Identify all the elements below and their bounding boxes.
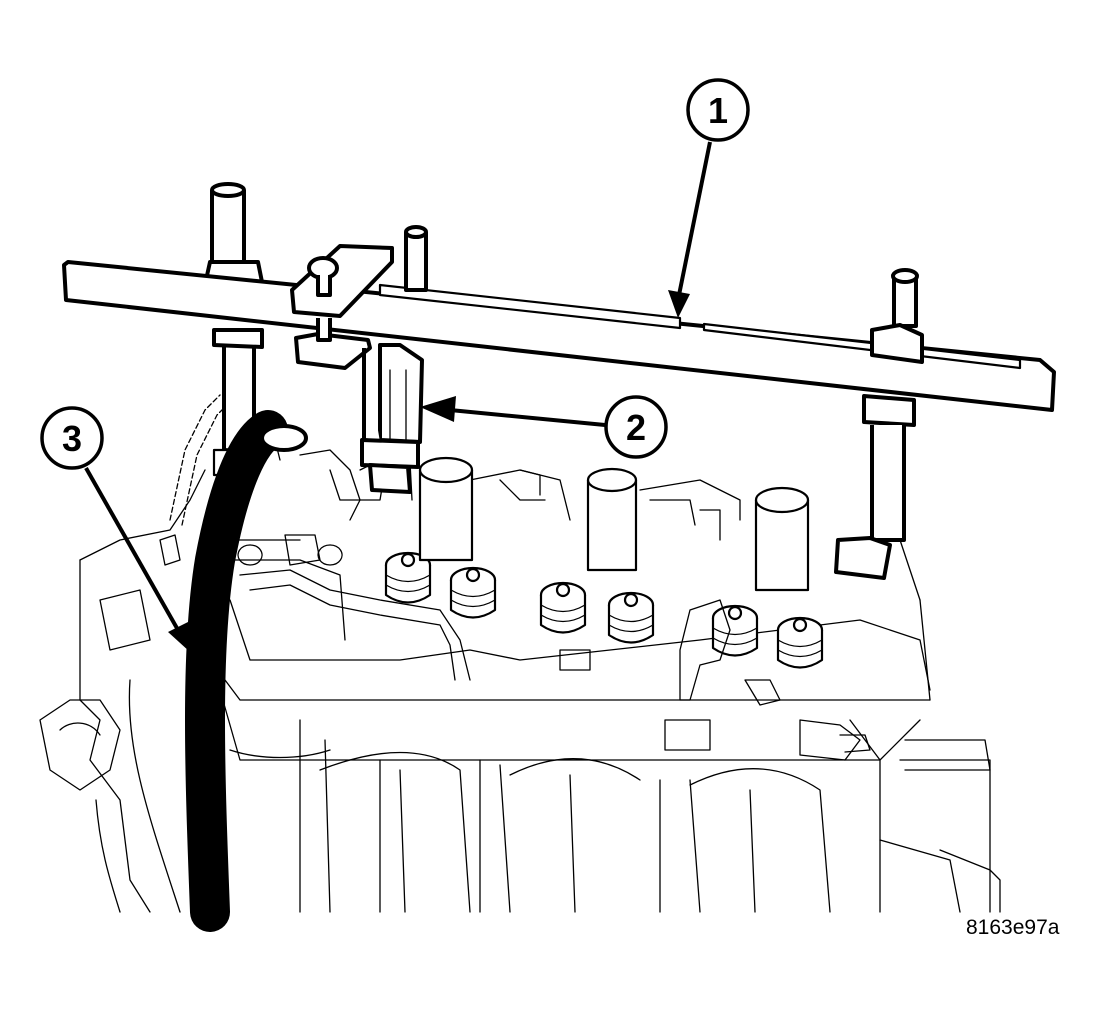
compressor-adapter [360, 343, 424, 494]
spring-compressor-tool [62, 182, 1056, 580]
callout-1: 1 [668, 78, 750, 318]
callout-3-label: 3 [62, 418, 82, 459]
callout-1-label: 1 [708, 90, 728, 131]
callout-3: 3 [40, 406, 190, 652]
spark-plug-tubes [418, 456, 810, 592]
callout-2-label: 2 [626, 407, 646, 448]
figure-id: 8163e97a [966, 916, 1060, 939]
air-hose [185, 410, 308, 932]
engine-block [39, 469, 1001, 913]
callout-2: 2 [420, 395, 668, 459]
cylinder-head [229, 449, 824, 706]
